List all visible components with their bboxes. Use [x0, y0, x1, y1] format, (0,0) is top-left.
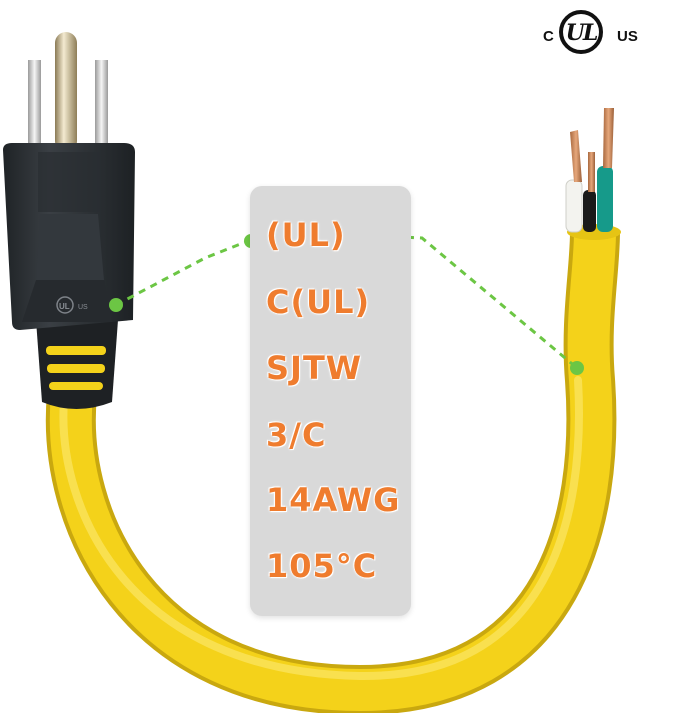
- spec-line-gauge: 14AWG: [266, 481, 401, 519]
- yellow-cord: [45, 231, 620, 713]
- spec-line-ul: (UL): [266, 216, 346, 254]
- svg-text:UL: UL: [59, 302, 70, 311]
- strain-relief: [36, 320, 118, 409]
- spec-line-temperature: 105°C: [266, 547, 378, 585]
- ul-us-letters: US: [617, 28, 638, 45]
- ul-c-letter: C: [543, 28, 554, 45]
- svg-text:US: US: [78, 304, 88, 311]
- ul-certification-icon: C UL US: [541, 8, 638, 60]
- plug-prongs: [28, 32, 108, 156]
- plug-body: UL US: [3, 143, 135, 330]
- ul-ring: UL: [559, 10, 603, 54]
- spec-panel: [250, 186, 411, 616]
- spec-line-cord-type: SJTW: [266, 349, 363, 387]
- callout-dot-icon: [570, 361, 584, 375]
- ul-mark-text: UL: [565, 20, 599, 46]
- callout-dot-icon: [109, 298, 123, 312]
- exposed-wires: [565, 108, 614, 233]
- spec-line-cul: C(UL): [266, 283, 371, 321]
- spec-line-conductors: 3/C: [266, 416, 327, 454]
